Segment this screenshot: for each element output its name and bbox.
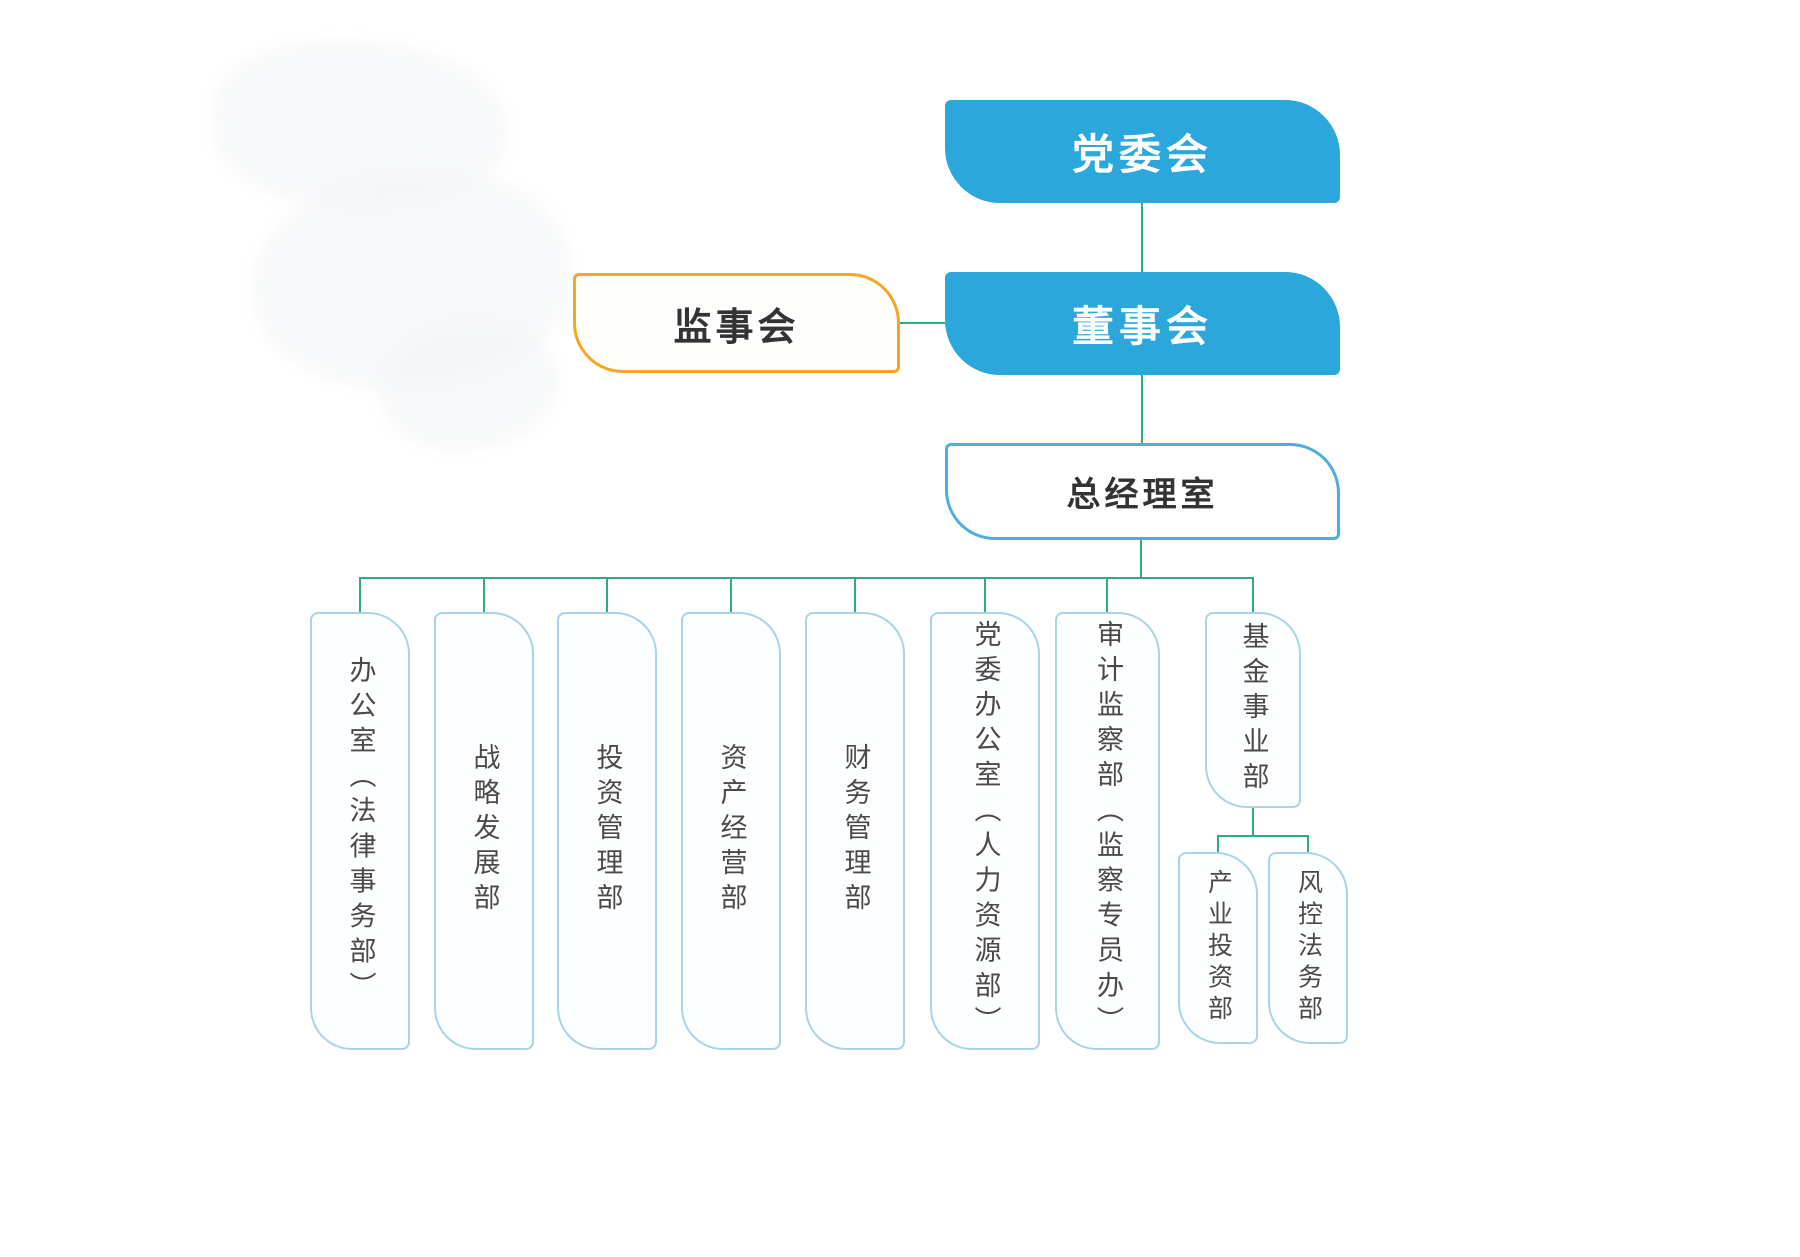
node-party-committee: 党委会 xyxy=(945,100,1340,203)
connector-bus xyxy=(359,577,1254,579)
connector-fund-stem xyxy=(1252,808,1254,836)
connector-drop-4 xyxy=(730,577,732,612)
dept-asset-operations-label: 资产经营部 xyxy=(716,743,747,919)
dept-strategy-development: 战略发展部 xyxy=(434,612,534,1050)
dept-investment-management-label: 投资管理部 xyxy=(592,743,623,919)
sub-dept-industrial-investment-label: 产业投资部 xyxy=(1204,869,1233,1027)
node-party-committee-label: 党委会 xyxy=(1071,131,1213,178)
connector-fund-drop-1 xyxy=(1217,835,1219,852)
dept-financial-management: 财务管理部 xyxy=(805,612,905,1050)
connector-drop-3 xyxy=(606,577,608,612)
dept-investment-management: 投资管理部 xyxy=(557,612,657,1050)
sub-dept-industrial-investment: 产业投资部 xyxy=(1178,852,1258,1044)
sub-dept-risk-legal-label: 风控法务部 xyxy=(1294,869,1323,1027)
connector-drop-2 xyxy=(483,577,485,612)
dept-asset-operations: 资产经营部 xyxy=(681,612,781,1050)
dept-office-legal: 办公室（法律事务部） xyxy=(310,612,410,1050)
node-board: 董事会 xyxy=(945,272,1340,375)
connector-drop-7 xyxy=(1106,577,1108,612)
dept-party-office-hr-label: 党委办公室（人力资源部） xyxy=(970,620,1001,1042)
node-board-label: 董事会 xyxy=(1071,303,1213,350)
node-supervisory-board-label: 监事会 xyxy=(673,306,800,349)
dept-financial-management-label: 财务管理部 xyxy=(840,743,871,919)
dept-audit-supervision-label: 审计监察部（监察专员办） xyxy=(1093,620,1123,1042)
node-supervisory-board: 监事会 xyxy=(573,273,900,373)
sub-dept-risk-legal: 风控法务部 xyxy=(1268,852,1348,1044)
background-watermark xyxy=(380,320,560,450)
dept-strategy-development-label: 战略发展部 xyxy=(469,743,500,919)
dept-office-legal-label: 办公室（法律事务部） xyxy=(345,655,376,1007)
dept-party-office-hr: 党委办公室（人力资源部） xyxy=(930,612,1040,1050)
connector-board-gm xyxy=(1141,375,1143,443)
connector-drop-6 xyxy=(984,577,986,612)
connector-drop-8 xyxy=(1252,577,1254,612)
node-gm-office-label: 总经理室 xyxy=(1066,476,1219,514)
connector-party-board xyxy=(1141,203,1143,272)
connector-drop-1 xyxy=(359,577,361,612)
connector-fund-bus xyxy=(1217,835,1309,837)
connector-supervisory-board xyxy=(899,322,945,324)
connector-fund-drop-2 xyxy=(1307,835,1309,852)
node-gm-office: 总经理室 xyxy=(945,443,1340,540)
dept-fund-division-label: 基金事业部 xyxy=(1238,622,1269,798)
dept-audit-supervision: 审计监察部（监察专员办） xyxy=(1055,612,1160,1050)
connector-drop-5 xyxy=(854,577,856,612)
dept-fund-division: 基金事业部 xyxy=(1205,612,1301,808)
connector-gm-stem xyxy=(1140,540,1142,578)
